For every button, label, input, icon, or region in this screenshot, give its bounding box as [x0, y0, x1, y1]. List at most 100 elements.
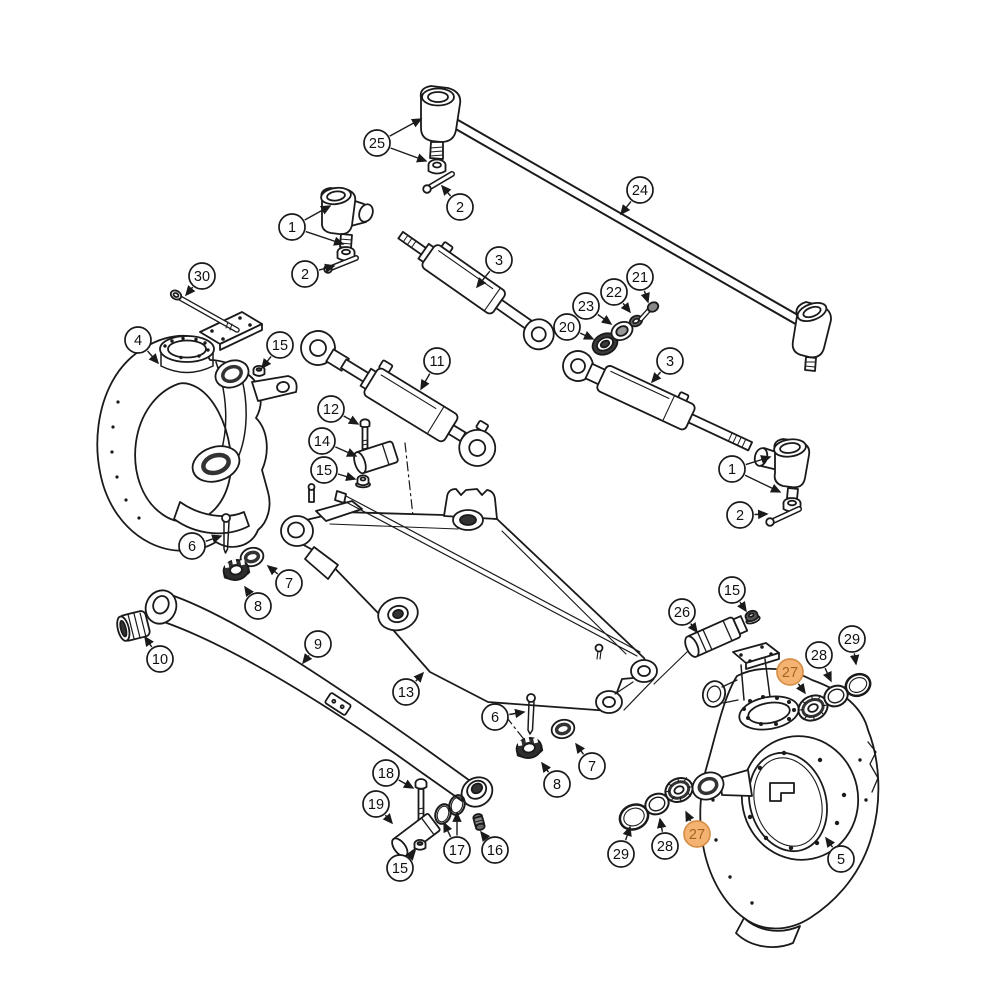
- callout-24[interactable]: 24: [620, 176, 654, 216]
- callout-28-circle[interactable]: [805, 641, 833, 669]
- callout-3-number: 3: [666, 354, 674, 370]
- callout-2-circle[interactable]: [291, 260, 319, 288]
- callout-2-circle[interactable]: [726, 501, 754, 529]
- callout-19[interactable]: 19: [362, 790, 394, 825]
- callout-15-circle[interactable]: [718, 576, 746, 604]
- callout-7-circle[interactable]: [578, 752, 606, 780]
- callout-5[interactable]: 5: [825, 836, 855, 873]
- part-bushing-10: [116, 610, 151, 642]
- callout-10-circle[interactable]: [146, 645, 174, 673]
- callout-5-circle[interactable]: [827, 845, 855, 873]
- callout-10[interactable]: 10: [144, 635, 174, 673]
- callout-1-leader-arrow: [744, 474, 782, 493]
- part-tie-rod-end-1-left: [320, 186, 374, 262]
- callout-4[interactable]: 4: [124, 326, 160, 365]
- callout-3-circle[interactable]: [485, 246, 513, 274]
- callout-3[interactable]: 3: [650, 347, 684, 384]
- callout-27-highlighted[interactable]: 27: [683, 810, 711, 848]
- callout-29-circle[interactable]: [838, 625, 866, 653]
- callout-1[interactable]: 1: [718, 455, 782, 493]
- callout-15-circle[interactable]: [266, 331, 294, 359]
- callout-14-circle[interactable]: [308, 427, 336, 455]
- callout-2[interactable]: 2: [440, 184, 474, 221]
- callout-14[interactable]: 14: [308, 427, 358, 457]
- callout-15-circle[interactable]: [310, 456, 338, 484]
- callout-15[interactable]: 15: [718, 576, 747, 613]
- callout-17[interactable]: 17: [443, 811, 471, 864]
- callout-8[interactable]: 8: [244, 585, 272, 620]
- callout-20[interactable]: 20: [553, 313, 595, 341]
- callout-29[interactable]: 29: [607, 825, 635, 868]
- callout-27-circle[interactable]: [683, 820, 711, 848]
- callout-26-circle[interactable]: [668, 598, 696, 626]
- callout-30[interactable]: 30: [184, 262, 216, 297]
- callout-20-circle[interactable]: [553, 313, 581, 341]
- callout-1-circle[interactable]: [278, 213, 306, 241]
- callout-7-circle[interactable]: [275, 569, 303, 597]
- callout-7[interactable]: 7: [266, 565, 303, 597]
- callout-2-circle[interactable]: [446, 193, 474, 221]
- callout-8-circle[interactable]: [543, 770, 571, 798]
- callout-15-leader-arrow: [337, 471, 357, 482]
- callout-7[interactable]: 7: [575, 742, 606, 780]
- callout-16-leader-arrow: [480, 830, 491, 842]
- callout-8-circle[interactable]: [244, 592, 272, 620]
- callout-28[interactable]: 28: [805, 641, 833, 683]
- callout-17-circle[interactable]: [443, 836, 471, 864]
- callout-2[interactable]: 2: [726, 501, 769, 529]
- callout-21-circle[interactable]: [626, 263, 654, 291]
- callout-4-circle[interactable]: [124, 326, 152, 354]
- callout-25[interactable]: 25: [363, 118, 428, 163]
- callout-15-circle[interactable]: [386, 854, 414, 882]
- callout-11[interactable]: 11: [420, 347, 451, 391]
- callout-21[interactable]: 21: [626, 263, 654, 304]
- callout-16[interactable]: 16: [480, 830, 509, 864]
- callout-18[interactable]: 18: [372, 759, 415, 789]
- callout-28[interactable]: 28: [651, 817, 679, 860]
- callout-22-number: 22: [606, 285, 622, 301]
- callout-21-leader-arrow: [640, 290, 650, 304]
- callout-24-circle[interactable]: [626, 176, 654, 204]
- callout-9-circle[interactable]: [304, 630, 332, 658]
- callout-29[interactable]: 29: [838, 625, 866, 666]
- callout-15[interactable]: 15: [386, 849, 417, 882]
- callout-1-leader-arrow: [304, 205, 332, 221]
- callout-26[interactable]: 26: [668, 598, 698, 634]
- callout-13-circle[interactable]: [392, 678, 420, 706]
- callout-6-circle[interactable]: [178, 532, 206, 560]
- callout-27-circle[interactable]: [776, 658, 804, 686]
- callout-11-circle[interactable]: [423, 347, 451, 375]
- callout-18-circle[interactable]: [372, 759, 400, 787]
- callout-12-leader-arrow: [343, 415, 360, 425]
- callout-9[interactable]: 9: [302, 630, 332, 665]
- callout-2[interactable]: 2: [291, 260, 336, 288]
- callout-7-number: 7: [588, 759, 596, 775]
- callout-1-circle[interactable]: [718, 455, 746, 483]
- callout-15[interactable]: 15: [310, 456, 357, 484]
- callout-29-circle[interactable]: [607, 840, 635, 868]
- callout-23-circle[interactable]: [572, 292, 600, 320]
- callout-22[interactable]: 22: [600, 278, 631, 314]
- callout-8-number: 8: [254, 599, 262, 615]
- callout-15[interactable]: 15: [261, 331, 294, 370]
- callout-3[interactable]: 3: [476, 246, 513, 289]
- callout-12[interactable]: 12: [317, 395, 360, 425]
- callout-1[interactable]: 1: [278, 205, 345, 246]
- callout-25-circle[interactable]: [363, 129, 391, 157]
- callout-12-circle[interactable]: [317, 395, 345, 423]
- callout-6[interactable]: 6: [178, 532, 223, 560]
- callout-23[interactable]: 23: [572, 292, 613, 325]
- callout-16-circle[interactable]: [481, 836, 509, 864]
- part-seal-20: [591, 332, 619, 356]
- callout-8[interactable]: 8: [541, 761, 571, 798]
- callout-30-circle[interactable]: [188, 262, 216, 290]
- callout-22-circle[interactable]: [600, 278, 628, 306]
- callout-27-highlighted[interactable]: 27: [776, 658, 806, 695]
- callout-28-circle[interactable]: [651, 832, 679, 860]
- callout-6[interactable]: 6: [481, 703, 526, 731]
- part-drag-link-24: [450, 118, 814, 332]
- callout-6-circle[interactable]: [481, 703, 509, 731]
- callout-3-circle[interactable]: [656, 347, 684, 375]
- callout-13[interactable]: 13: [392, 671, 425, 706]
- callout-19-circle[interactable]: [362, 790, 390, 818]
